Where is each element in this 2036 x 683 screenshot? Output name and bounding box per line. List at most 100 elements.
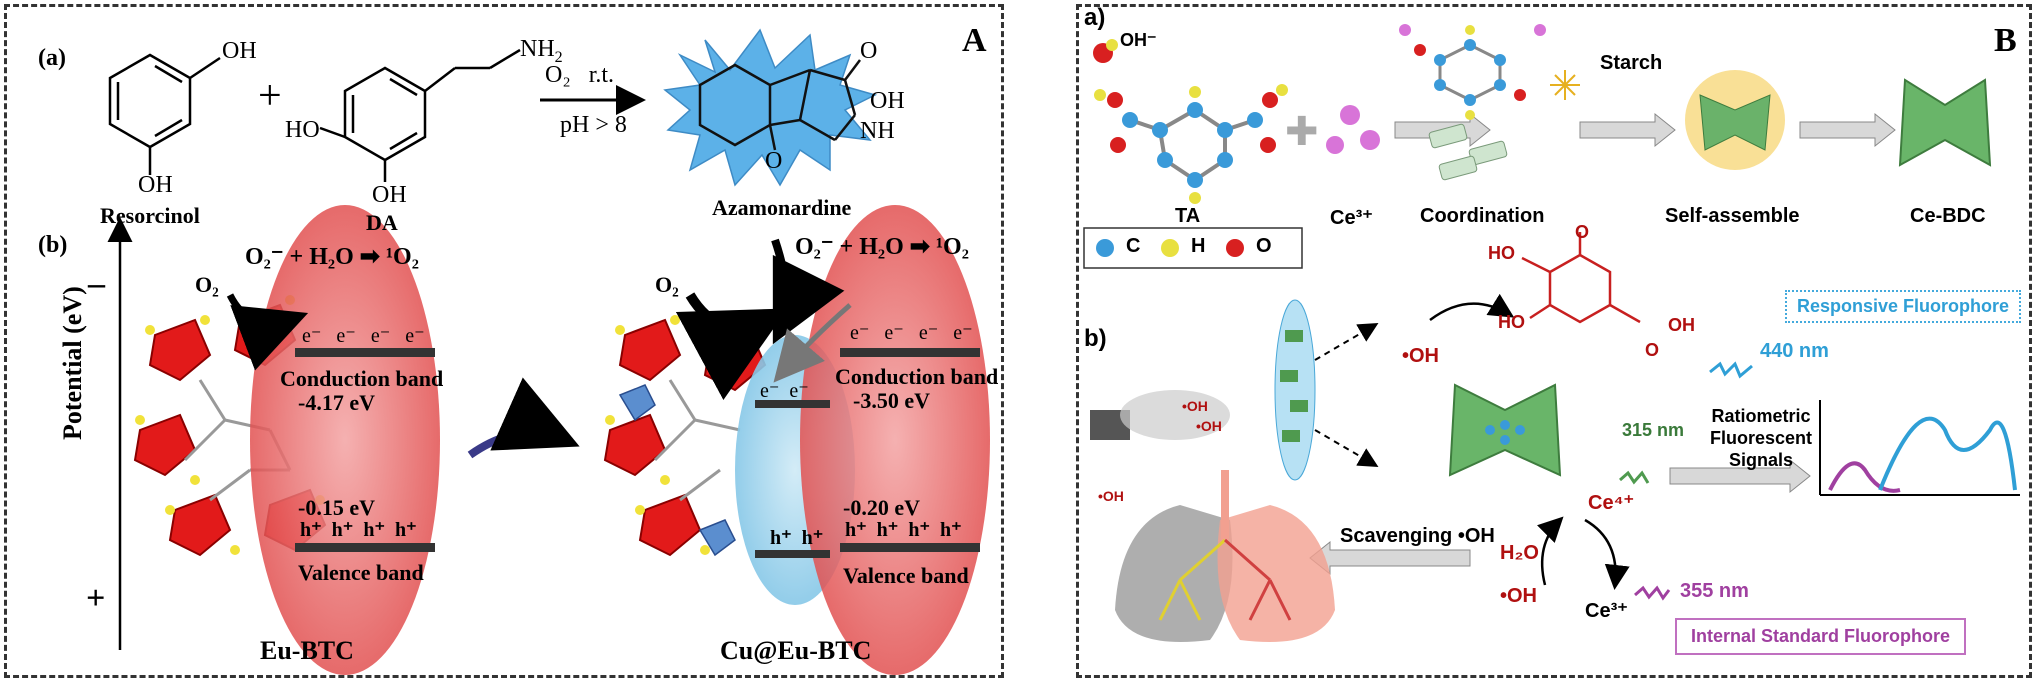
- legend-h-label: H: [1191, 235, 1206, 257]
- self-assemble-label: Self-assemble: [1665, 205, 1800, 227]
- right-vb-value: -0.20 eV: [843, 495, 920, 520]
- cu-holes: h⁺ h⁺: [770, 527, 824, 549]
- right-o2-label: O₂: [655, 272, 679, 297]
- nm355-label: 355 nm: [1680, 580, 1749, 602]
- resorcinol-structure: [108, 53, 221, 175]
- transition-arrow: [467, 377, 580, 459]
- panel-b-sub-b: b): [1084, 325, 1107, 352]
- h2o-label: H₂O: [1500, 542, 1539, 564]
- responsive-fluorophore-label: Responsive Fluorophore: [1785, 290, 2022, 323]
- right-cb-value: -3.50 eV: [853, 388, 930, 413]
- self-assembled-particle: [1685, 70, 1785, 170]
- left-conduction-bar: [295, 348, 435, 357]
- cu-conduction-bar: [755, 400, 830, 408]
- arrow-3: [1799, 112, 1896, 148]
- nm315-label: 315 nm: [1622, 420, 1685, 440]
- ta-label: TA: [1175, 205, 1201, 227]
- axis-minus: –: [88, 265, 105, 302]
- da-label: DA: [366, 210, 398, 235]
- signal-arrow: [1669, 458, 1811, 494]
- left-valence-bar: [295, 543, 435, 552]
- eu-btc-label: Eu-BTC: [260, 636, 354, 665]
- panel-a: [4, 4, 1004, 678]
- starch-icon: [1550, 70, 1580, 100]
- panel-b: [1076, 4, 2032, 678]
- atom-legend-box: [1083, 227, 1303, 269]
- lungs-icon: [1115, 470, 1335, 642]
- da-nh2: NH2: [520, 36, 563, 66]
- ce4-label: Ce⁴⁺: [1588, 492, 1635, 514]
- ce3-label: Ce³⁺: [1330, 207, 1373, 229]
- hta-ho-1: HO: [1488, 243, 1515, 263]
- panel-a-sub-a: (a): [38, 45, 66, 71]
- reaction-conditions: O₂ r.t.: [545, 62, 615, 88]
- right-holes: h⁺ h⁺ h⁺ h⁺: [845, 519, 962, 541]
- hta-oh: OH: [1668, 315, 1695, 335]
- ta-molecule: [1094, 84, 1288, 204]
- electron-transfer-arrow: [773, 303, 852, 383]
- axis-plus: +: [86, 580, 106, 617]
- oh-ion-h: [1106, 39, 1118, 51]
- dashed-arrow-up: [1314, 322, 1379, 361]
- plus-icon: ✚: [1285, 110, 1319, 154]
- right-valence-label: Valence band: [843, 563, 969, 588]
- cycle-arrow-left: [1537, 516, 1564, 586]
- ce-bdc-particle: [1898, 78, 1992, 167]
- resorcinol-oh-bottom: OH: [138, 172, 173, 198]
- right-reaction: O₂⁻ + H₂O ➡ ¹O₂: [795, 234, 969, 260]
- legend-c-label: C: [1126, 235, 1141, 257]
- right-up-arrow: [771, 238, 845, 345]
- azamonardine-nh: NH: [860, 118, 895, 144]
- left-o2-arrow: [226, 293, 309, 371]
- resorcinol-oh-top: OH: [222, 38, 257, 64]
- legend-o-dot: [1226, 239, 1244, 257]
- legend-h-dot: [1161, 239, 1179, 257]
- cycle-arrow-right: [1584, 518, 1630, 590]
- da-ho: HO: [285, 117, 320, 143]
- azamonardine-oh: OH: [870, 88, 905, 114]
- hta-molecule: [1521, 232, 1641, 324]
- coordination-molecule: [1399, 24, 1546, 181]
- hydroxylation-arrow: [1429, 293, 1515, 322]
- emission-440-wave: [1709, 361, 1753, 379]
- hta-o-right: O: [1645, 340, 1660, 360]
- left-holes: h⁺ h⁺ h⁺ h⁺: [300, 519, 417, 541]
- arrow-2: [1579, 112, 1676, 148]
- azamonardine-label: Azamonardine: [712, 195, 852, 220]
- panel-a-sub-b: (b): [38, 232, 68, 258]
- ce3-cycle-label: Ce³⁺: [1585, 600, 1628, 622]
- cu-eu-btc-label: Cu@Eu-BTC: [720, 636, 872, 665]
- left-reaction: O₂⁻ + H₂O ➡ ¹O₂: [245, 244, 419, 270]
- left-vb-value: -0.15 eV: [298, 495, 375, 520]
- right-conduction-bar: [840, 348, 980, 357]
- probe-smoke: [1120, 390, 1230, 440]
- left-valence-label: Valence band: [298, 560, 424, 585]
- azamonardine-o: O: [860, 38, 878, 64]
- starch-label: Starch: [1600, 52, 1663, 74]
- oh-lung-label: •OH: [1098, 488, 1124, 504]
- cu-electrons: e⁻ e⁻: [760, 380, 809, 402]
- right-electrons: e⁻ e⁻ e⁻ e⁻: [850, 322, 973, 344]
- coordination-label: Coordination: [1420, 205, 1545, 227]
- right-o2-arrow: [675, 292, 788, 400]
- reaction-ph: pH > 8: [560, 112, 627, 138]
- plus-sign: +: [258, 73, 282, 119]
- nanosheet: [1274, 299, 1316, 481]
- smoke-oh-1: •OH: [1182, 398, 1208, 414]
- right-conduction-label: Conduction band: [835, 364, 999, 389]
- da-structure: [319, 48, 521, 182]
- internal-standard-label: Internal Standard Fluorophore: [1675, 618, 1967, 655]
- left-conduction-label: Conduction band: [280, 366, 444, 391]
- legend-c-dot: [1096, 239, 1114, 257]
- legend-o-label: O: [1256, 235, 1272, 257]
- ce-bdc-label: Ce-BDC: [1910, 205, 1986, 227]
- oh-minus-label: OH⁻: [1120, 30, 1157, 50]
- excitation-wave: [1619, 470, 1650, 485]
- panel-b-sub-a: a): [1084, 4, 1106, 31]
- oh-radical-top: •OH: [1402, 345, 1440, 367]
- panel-b-letter: B: [1990, 22, 2021, 60]
- nm440-label: 440 nm: [1760, 340, 1829, 362]
- ratiometric-spectrum: [1819, 400, 2020, 496]
